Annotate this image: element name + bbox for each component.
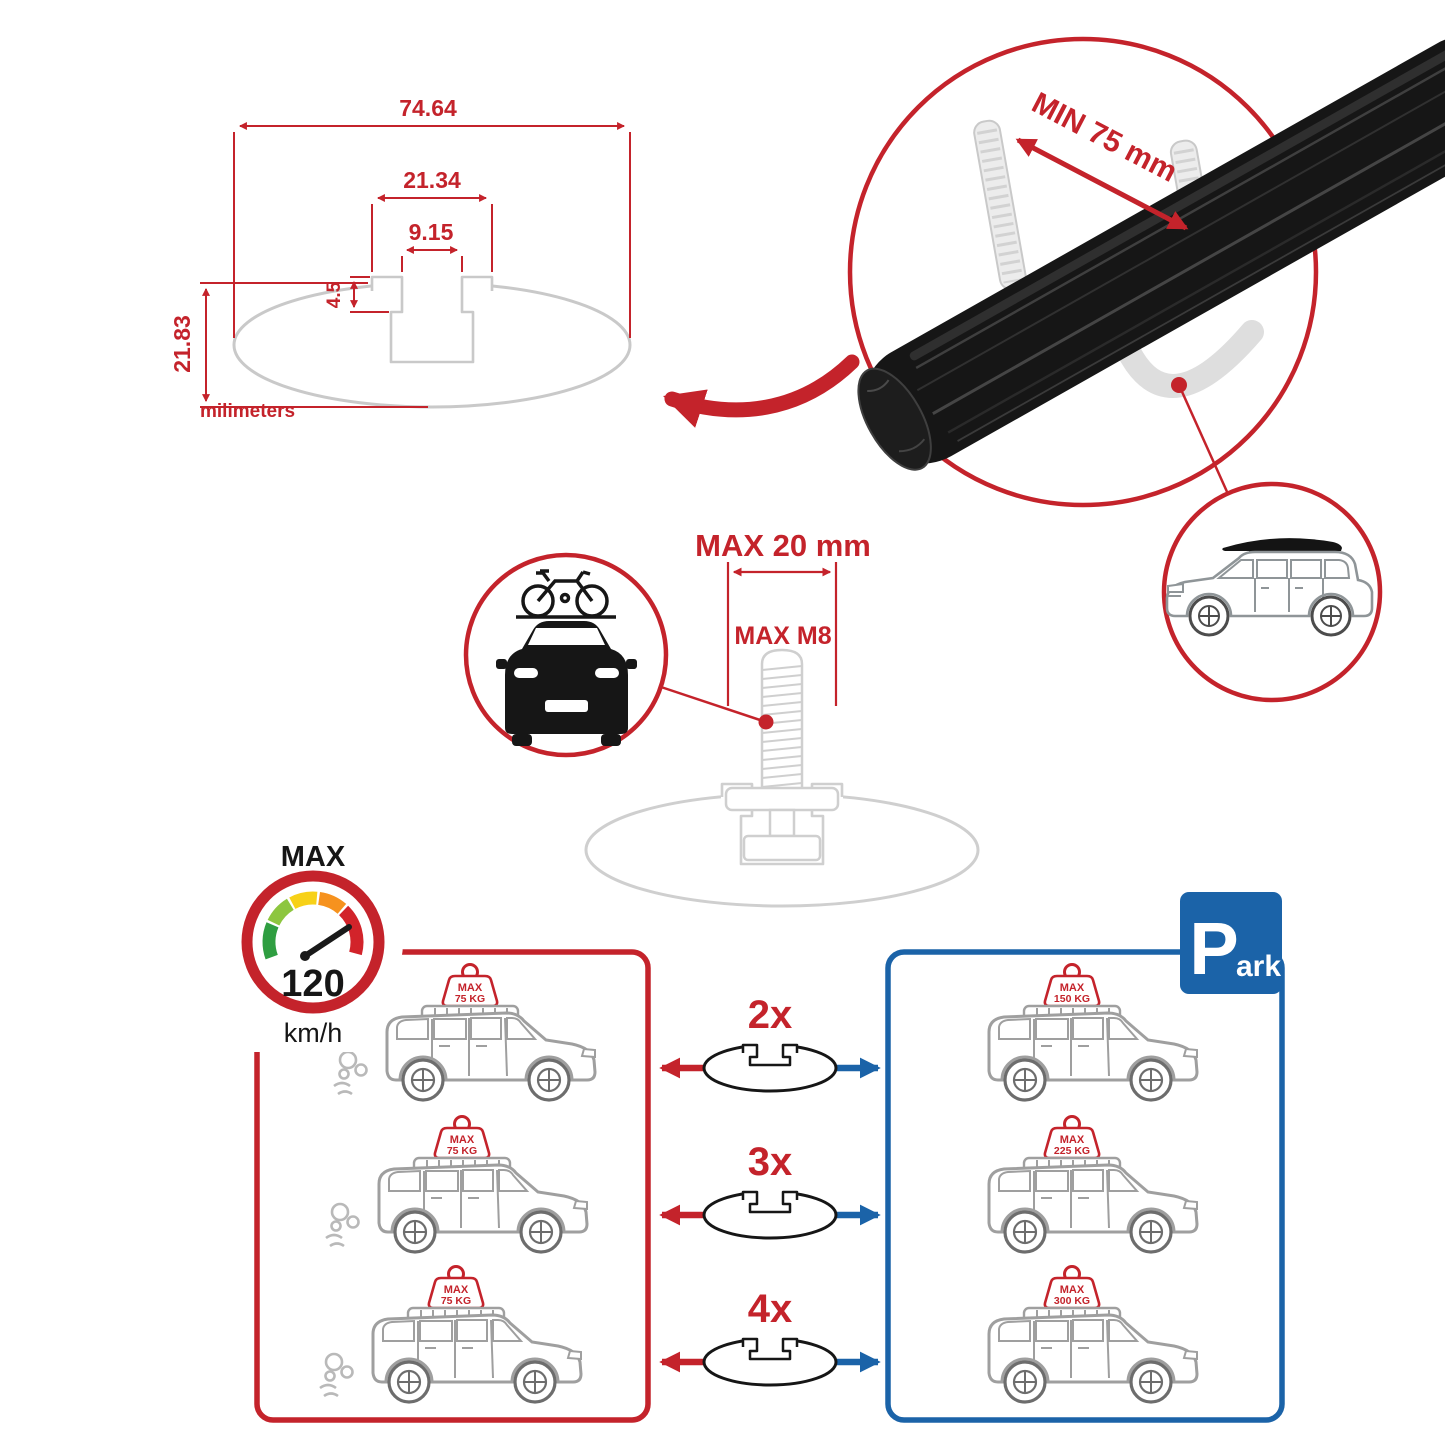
load-label: MAX: [1060, 1284, 1085, 1296]
load-value: 225 KG: [1054, 1145, 1090, 1157]
vehicle-roofbox-circle: [1161, 481, 1383, 703]
leader-to-vehicle-circle: [1177, 384, 1230, 495]
load-value: 75 KG: [447, 1145, 477, 1157]
driving-car-1: MAX 75 KG: [385, 962, 597, 1102]
dim-channel-outer: 21.34: [403, 167, 461, 193]
load-value: 75 KG: [441, 1295, 471, 1307]
load-label: MAX: [458, 982, 483, 994]
dimension-lines: [200, 122, 631, 408]
load-value: 150 KG: [1054, 993, 1090, 1005]
parking-sign: P ark: [1180, 892, 1282, 994]
dim-units-label: milimeters: [200, 401, 295, 422]
bolt-max-thread-label: MAX M8: [734, 622, 831, 650]
load-label: MAX: [444, 1284, 469, 1296]
crossbar-profile-outline: [232, 272, 632, 409]
leader-from-bike-circle: [660, 685, 767, 724]
gauge-arc-segments: [262, 891, 364, 960]
speed-value: 120: [281, 963, 344, 1005]
parking-sign-rest: ark: [1236, 950, 1281, 983]
parked-car-2: MAX 225 KG: [987, 1114, 1199, 1254]
gauge-needle-pivot: [300, 951, 310, 961]
multiplier-row-3x: 3x: [659, 1140, 881, 1240]
multiplier-row-2x: 2x: [659, 993, 881, 1093]
suv-roofbox-icon: [1165, 538, 1374, 637]
bolt-max-length-label: MAX 20 mm: [695, 528, 871, 563]
arrow-to-profile-diagram: [663, 354, 860, 428]
speed-limit-gauge: MAX 120 km/h: [223, 841, 403, 1052]
driving-car-3: MAX 75 KG: [371, 1264, 583, 1404]
dim-total-width: 74.64: [399, 95, 457, 121]
bolt-dimension-lines: [726, 562, 838, 706]
bike-car-circle: [463, 552, 669, 758]
dim-channel-depth: 4.5: [324, 281, 345, 308]
multiplier-label: 4x: [748, 1287, 793, 1331]
dim-total-height: 21.83: [169, 315, 195, 373]
driving-car-2: MAX 75 KG: [377, 1114, 589, 1254]
parking-sign-letter: P: [1189, 907, 1238, 990]
gauge-needle: [302, 924, 352, 959]
multiplier-row-4x: 4x: [659, 1287, 881, 1387]
load-label: MAX: [450, 1134, 475, 1146]
load-value: 300 KG: [1054, 1295, 1090, 1307]
speed-units: km/h: [284, 1018, 343, 1048]
car-front-with-bike-icon: [496, 569, 637, 746]
parked-car-1: MAX 150 KG: [987, 962, 1199, 1102]
bolt-fixation-diagram: MAX 20 mm MAX M8: [584, 528, 980, 908]
bolt-icon: [724, 648, 840, 862]
multiplier-label: 2x: [748, 993, 793, 1037]
parking-sign-plate: [1180, 892, 1282, 994]
profile-dimension-diagram: 74.64 21.34 9.15 4.5 21.83 milimeters: [169, 95, 632, 422]
parked-car-3: MAX 300 KG: [987, 1264, 1199, 1404]
dim-channel-inner: 9.15: [409, 219, 454, 245]
bolt-point-dot: [758, 714, 774, 730]
multiplier-label: 3x: [748, 1140, 793, 1184]
load-label: MAX: [1060, 982, 1085, 994]
load-value: 75 KG: [455, 993, 485, 1005]
crossbar-bar-3d: [857, 35, 1445, 471]
load-label: MAX: [1060, 1134, 1085, 1146]
crossbar-detail-circle: MIN 75 mm: [847, 35, 1445, 508]
speed-max-label: MAX: [281, 841, 346, 873]
